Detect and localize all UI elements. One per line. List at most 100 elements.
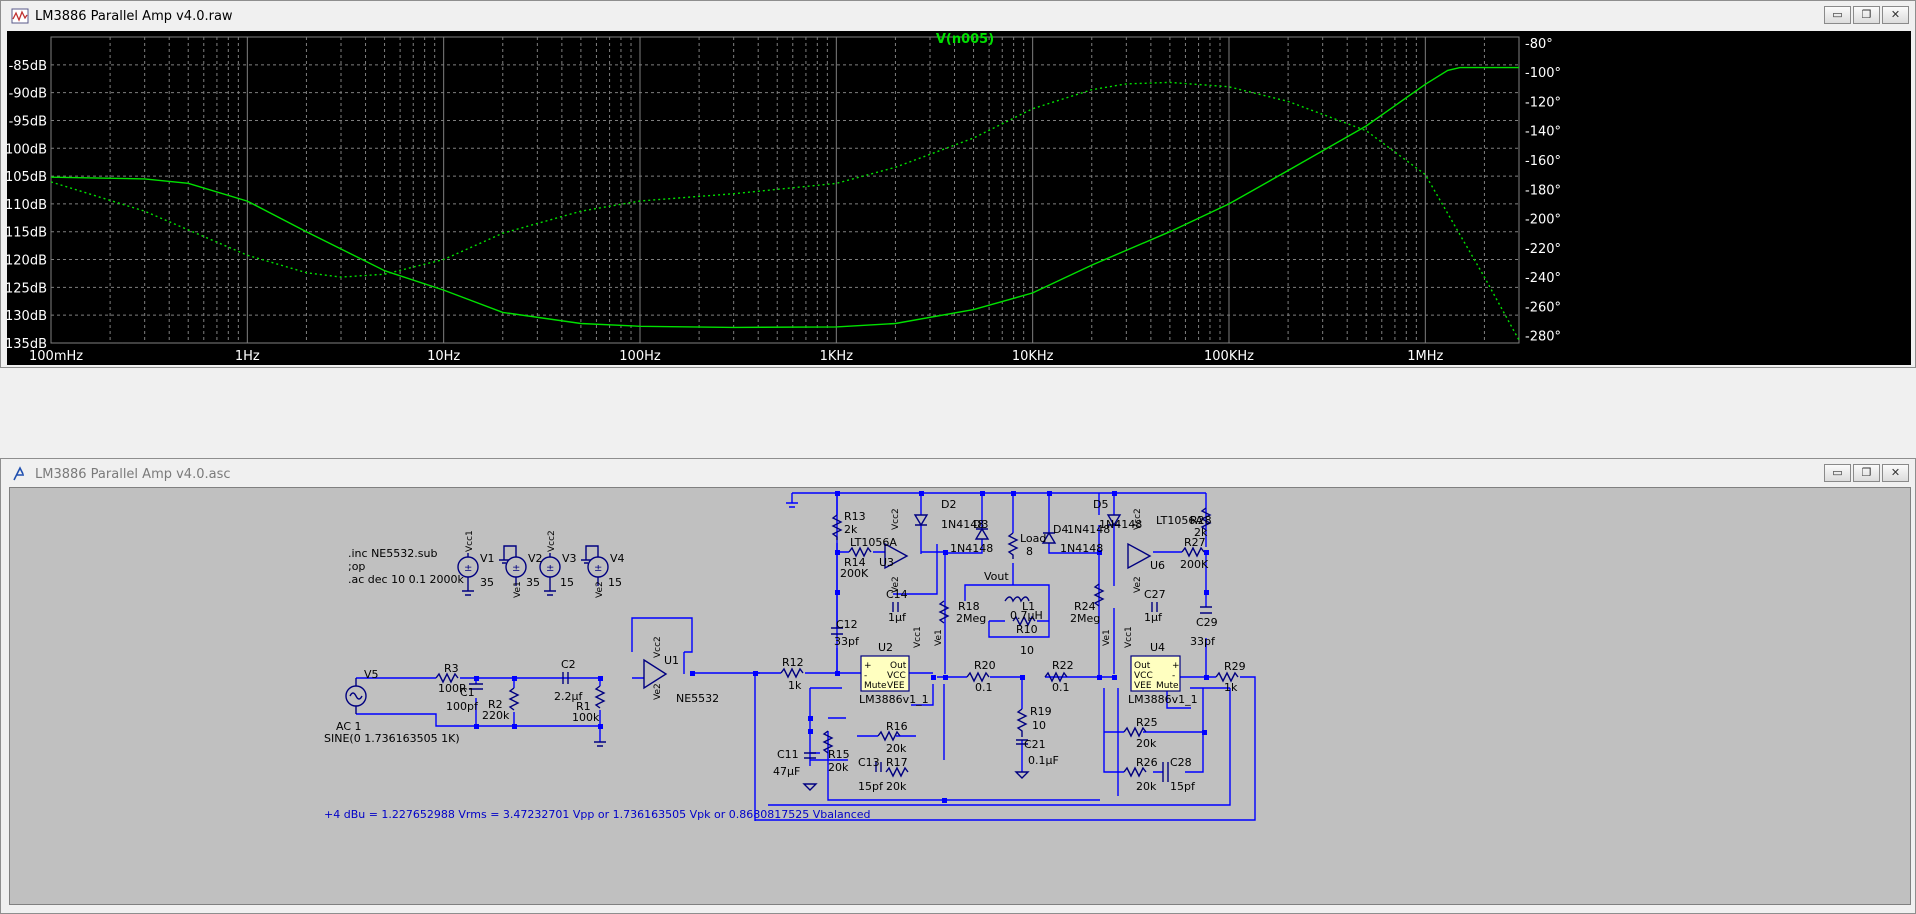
r3-value[interactable]: 100R	[438, 682, 467, 695]
c21-value[interactable]: 0.1µF	[1028, 754, 1059, 767]
r3-label[interactable]: R3	[444, 662, 459, 675]
d5-d4-value[interactable]: 1N4148	[1067, 523, 1110, 536]
r25-label[interactable]: R25	[1136, 716, 1158, 729]
restore-button[interactable]: ❐	[1853, 6, 1880, 24]
d5-value[interactable]: 1N4148	[1099, 518, 1142, 531]
r17-label[interactable]: R17	[886, 756, 908, 769]
c29-value[interactable]: 33pf	[1190, 635, 1216, 648]
r15-value[interactable]: 20k	[828, 761, 849, 774]
r19-label[interactable]: R19	[1030, 705, 1052, 718]
c13-value[interactable]: 15pf	[858, 780, 884, 793]
r28-label[interactable]: R28	[1190, 514, 1212, 527]
d2-label[interactable]: D2	[941, 498, 956, 511]
c11-label[interactable]: C11	[777, 748, 799, 761]
u1-value[interactable]: NE5532	[676, 692, 719, 705]
u6-value[interactable]: LT1056A	[1156, 514, 1203, 527]
v1-name[interactable]: V1	[480, 552, 495, 565]
c28-value[interactable]: 15pf	[1170, 780, 1196, 793]
bode-plot[interactable]: -85dB-90dB-95dB-100dB-105dB-110dB-115dB-…	[7, 31, 1911, 365]
d4-label[interactable]: D4	[1053, 523, 1068, 536]
u6-label[interactable]: U6	[1150, 559, 1165, 572]
r22-label[interactable]: R22	[1052, 659, 1074, 672]
dbu-note[interactable]: +4 dBu = 1.227652988 Vrms = 3.47232701 V…	[324, 808, 871, 821]
r17-value[interactable]: 20k	[886, 780, 907, 793]
schematic-close-button[interactable]: ✕	[1882, 464, 1909, 482]
r2-label[interactable]: R2	[488, 698, 503, 711]
schematic-minimize-button[interactable]: ▭	[1824, 464, 1851, 482]
c11-value[interactable]: 47µF	[773, 765, 800, 778]
c14-label[interactable]: C14	[886, 588, 908, 601]
schematic-canvas[interactable]: .inc NE5532.sub ;op .ac dec 10 0.1 2000k…	[9, 487, 1911, 905]
plot-window-titlebar[interactable]: LM3886 Parallel Amp v4.0.raw ▭ ❐ ✕	[1, 1, 1915, 31]
r15-label[interactable]: R15	[828, 748, 850, 761]
u3-value[interactable]: LT1056A	[850, 536, 897, 549]
r16-label[interactable]: R16	[886, 720, 908, 733]
close-button[interactable]: ✕	[1882, 6, 1909, 24]
r18-label[interactable]: R18	[958, 600, 980, 613]
r1-label[interactable]: R1	[576, 700, 591, 713]
c13-label[interactable]: C13	[858, 756, 880, 769]
r28-value[interactable]: 2k	[1194, 526, 1208, 539]
r24-label[interactable]: R24	[1074, 600, 1096, 613]
v3-value[interactable]: 15	[560, 576, 574, 589]
trace-name[interactable]: V(n005)	[936, 32, 994, 47]
r18-value[interactable]: 2Meg	[956, 612, 986, 625]
r26-value[interactable]: 20k	[1136, 780, 1157, 793]
r10-label[interactable]: R10	[1016, 623, 1038, 636]
u1-label[interactable]: U1	[664, 654, 679, 667]
vout-net-label[interactable]: Vout	[984, 570, 1009, 583]
r1-value[interactable]: 100k	[572, 711, 600, 724]
c27-value[interactable]: 1µf	[1144, 611, 1163, 624]
r10-value[interactable]: 10	[1020, 644, 1034, 657]
v3-name[interactable]: V3	[562, 552, 577, 565]
c12-value[interactable]: 33pf	[834, 635, 860, 648]
d2-value[interactable]: 1N4148	[941, 518, 984, 531]
u4-label[interactable]: U4	[1150, 641, 1165, 654]
r13-label[interactable]: R13	[844, 510, 866, 523]
v1-value[interactable]: 35	[480, 576, 494, 589]
directive-ac[interactable]: .ac dec 10 0.1 2000k	[348, 573, 465, 586]
r22-value[interactable]: 0.1	[1052, 681, 1070, 694]
r29-value[interactable]: 1k	[1224, 681, 1238, 694]
c14-value[interactable]: 1µf	[888, 611, 907, 624]
v5-name[interactable]: V5	[364, 668, 379, 681]
r14-label[interactable]: R14	[844, 556, 866, 569]
r20-label[interactable]: R20	[974, 659, 996, 672]
r13-value[interactable]: 2k	[844, 523, 858, 536]
lm3886-chip-u2[interactable]: + - Mute Out VCC VEE	[860, 655, 910, 692]
directive-inc[interactable]: .inc NE5532.sub	[348, 547, 437, 560]
r12-label[interactable]: R12	[782, 656, 804, 669]
v5-ac[interactable]: AC 1	[336, 720, 362, 733]
u4-value[interactable]: LM3886v1_1	[1128, 693, 1198, 706]
load-label[interactable]: Load	[1020, 532, 1046, 545]
l1-value[interactable]: 0.7µH	[1010, 609, 1043, 622]
r24-value[interactable]: 2Meg	[1070, 612, 1100, 625]
r26-label[interactable]: R26	[1136, 756, 1158, 769]
d3-value[interactable]: 1N4148	[950, 542, 993, 555]
d3-label[interactable]: D3	[973, 518, 988, 531]
l1-label[interactable]: L1	[1022, 600, 1035, 613]
r20-value[interactable]: 0.1	[975, 681, 993, 694]
r25-value[interactable]: 20k	[1136, 737, 1157, 750]
r14-value[interactable]: 200K	[840, 567, 869, 580]
r29-label[interactable]: R29	[1224, 660, 1246, 673]
schematic-restore-button[interactable]: ❐	[1853, 464, 1880, 482]
r2-value[interactable]: 220k	[482, 709, 510, 722]
lm3886-chip-u4[interactable]: Out VCC VEE + - Mute	[1130, 655, 1181, 692]
r27-label[interactable]: R27	[1184, 536, 1206, 549]
r19-value[interactable]: 10	[1032, 719, 1046, 732]
v4-name[interactable]: V4	[610, 552, 625, 565]
minimize-button[interactable]: ▭	[1824, 6, 1851, 24]
r16-value[interactable]: 20k	[886, 742, 907, 755]
c2-value[interactable]: 2.2µf	[554, 690, 583, 703]
c27-label[interactable]: C27	[1144, 588, 1166, 601]
c28-label[interactable]: C28	[1170, 756, 1192, 769]
r12-value[interactable]: 1k	[788, 679, 802, 692]
u2-label[interactable]: U2	[878, 641, 893, 654]
u3-label[interactable]: U3	[879, 556, 894, 569]
schematic-window-titlebar[interactable]: LM3886 Parallel Amp v4.0.asc ▭ ❐ ✕	[1, 459, 1915, 489]
c1-label[interactable]: C1	[460, 686, 475, 699]
d4-value[interactable]: 1N4148	[1060, 542, 1103, 555]
c2-label[interactable]: C2	[561, 658, 576, 671]
d5-label[interactable]: D5	[1093, 498, 1108, 511]
